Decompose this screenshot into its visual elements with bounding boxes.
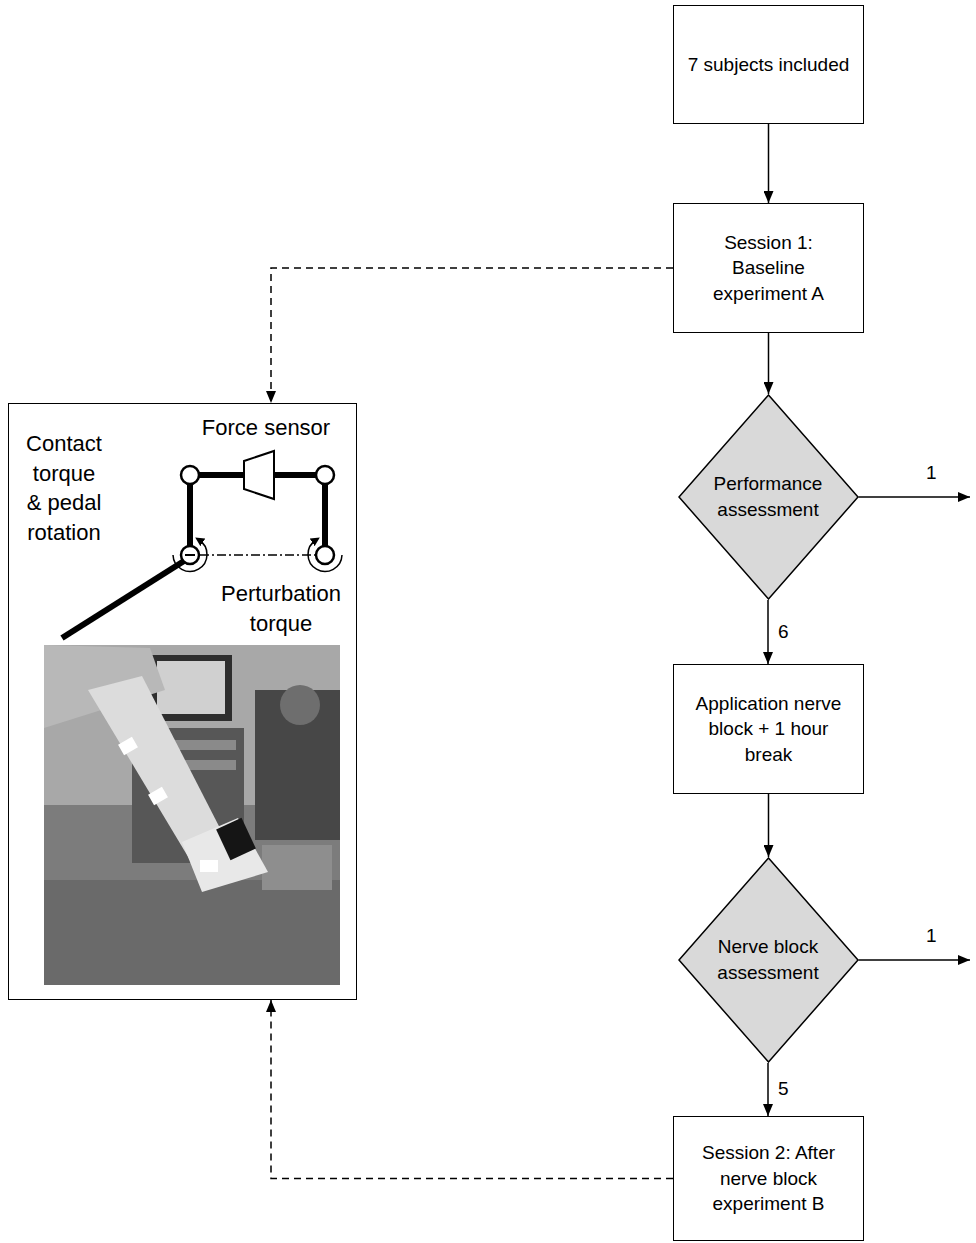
setup-panel: Contact torque & pedal rotation Force sen… — [8, 403, 357, 1000]
process-box: 7 subjects included — [673, 5, 864, 124]
flow-arrow — [768, 124, 770, 203]
diamond-shape — [679, 858, 858, 1062]
node-text: Nerve block assessment — [703, 934, 833, 985]
rotation-arrow — [173, 540, 207, 571]
photo-electrode — [148, 787, 168, 805]
node-text: Session 2: After nerve block experiment … — [686, 1140, 851, 1217]
node-text: Performance assessment — [703, 471, 833, 522]
link-bar — [322, 475, 328, 555]
pedal-bar — [62, 561, 184, 638]
photo-base — [262, 845, 332, 890]
count-label: 1 — [924, 925, 939, 948]
photo-floor — [44, 880, 340, 985]
photo-ground — [44, 645, 340, 985]
process-box: Session 1: Baseline experiment A — [673, 203, 864, 333]
diamond-outline — [678, 394, 859, 600]
photo-shin — [88, 676, 224, 860]
axis-line — [200, 554, 315, 556]
rotation-arrow — [308, 540, 342, 571]
joint — [181, 546, 199, 564]
decision-diamond: Performance assessment — [678, 394, 859, 600]
node-text: Session 1: Baseline experiment A — [704, 230, 834, 307]
part-label: Force sensor — [191, 413, 341, 443]
diamond-outline — [678, 857, 859, 1063]
joint — [181, 466, 199, 484]
joint — [316, 546, 334, 564]
flow-arrow — [768, 333, 770, 394]
part-label: Contact torque & pedal rotation — [23, 429, 105, 548]
link-bar — [187, 475, 193, 555]
node-text: 7 subjects included — [688, 52, 850, 78]
setup-photo — [44, 645, 340, 985]
dashed-arrow — [271, 268, 673, 403]
dashed-arrow — [271, 1000, 673, 1179]
exit-arrow — [859, 959, 971, 961]
flow-arrow — [767, 1063, 769, 1116]
photo-screen — [157, 661, 225, 714]
flow-arrow — [767, 600, 769, 664]
count-label: 1 — [924, 462, 939, 485]
photo-motor — [280, 685, 320, 725]
photo-electrode — [200, 860, 218, 872]
edge-label: 5 — [776, 1078, 791, 1101]
flow-arrow — [768, 794, 770, 857]
diamond-shape — [679, 395, 858, 599]
decision-diamond: Nerve block assessment — [678, 857, 859, 1063]
photo-pedal-strap — [216, 818, 256, 861]
process-box: Application nerve block + 1 hour break — [673, 664, 864, 794]
force-sensor — [244, 451, 274, 499]
exit-arrow — [859, 496, 971, 498]
joint — [316, 466, 334, 484]
node-text: Application nerve block + 1 hour break — [686, 691, 851, 768]
photo-foot — [182, 818, 268, 892]
mechanism-schematic — [62, 451, 342, 638]
process-box: Session 2: After nerve block experiment … — [673, 1116, 864, 1241]
part-label: Perturbation torque — [216, 579, 346, 638]
sign-mark — [185, 554, 195, 556]
edge-label: 6 — [776, 621, 791, 644]
photo-electrode — [118, 737, 138, 755]
